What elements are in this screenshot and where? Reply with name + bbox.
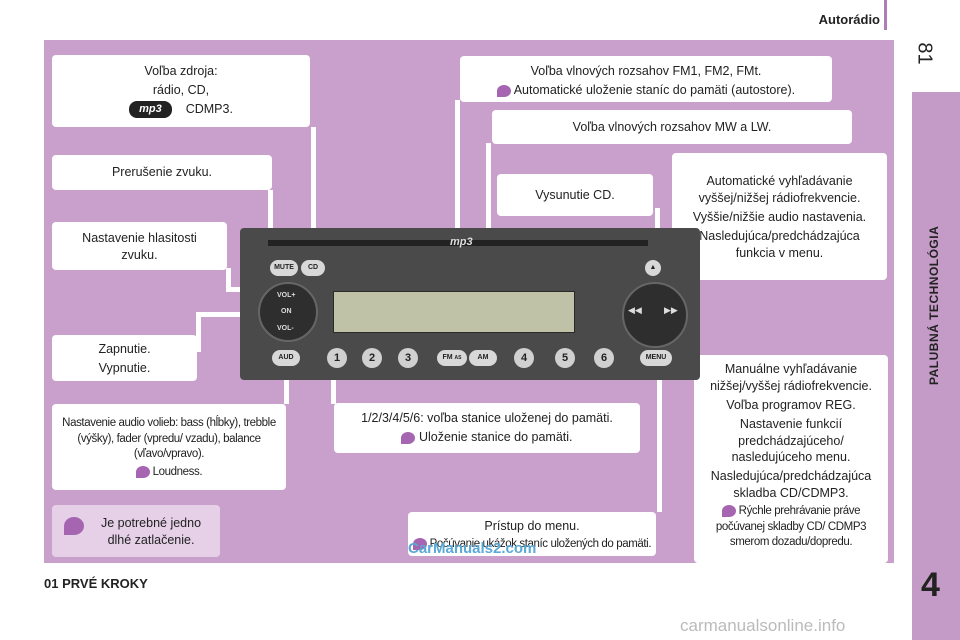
mute-text: Prerušenie zvuku. (111, 165, 213, 179)
leader-line (657, 372, 662, 512)
leader-line (196, 312, 201, 352)
audio-text: Nastavenie audio volieb: bass (hĺbky), t… (62, 417, 276, 461)
source-title: Voľba zdroja: (144, 64, 218, 78)
power-callout: Zapnutie. Vypnutie. (52, 335, 197, 381)
vol-plus-label: VOL+ (277, 292, 296, 299)
section-title: Autorádio (818, 12, 880, 27)
watermark-carmanualsonline: carmanualsonline.info (680, 616, 846, 635)
mute-callout: Prerušenie zvuku. (52, 155, 272, 190)
am-callout: Voľba vlnových rozsahov MW a LW. (492, 110, 852, 144)
hold-icon (401, 431, 416, 444)
leader-line (331, 372, 336, 404)
leader-line (284, 372, 289, 404)
menu-button[interactable]: MENU (640, 350, 672, 366)
leader-line (455, 100, 460, 350)
seek-back-icon[interactable]: ◀◀ (628, 305, 642, 315)
seek-forward-icon[interactable]: ▶▶ (664, 305, 678, 315)
manual-search-text: Manuálne vyhľadávanie nižšej/vyššej rádi… (710, 362, 872, 393)
as-label: AS (454, 355, 462, 361)
mp3-logo: mp3 (129, 100, 172, 118)
header-rule (884, 0, 887, 30)
preset-3-button[interactable]: 3 (398, 348, 418, 368)
menu-callout: Prístup do menu. Počúvanie ukážok staníc… (408, 512, 656, 556)
autostore-text: Automatické uloženie staníc do pamäti (a… (513, 82, 796, 97)
side-tab (912, 92, 960, 640)
on-label: ON (281, 308, 292, 315)
source-callout: Voľba zdroja: rádio, CD, mp3 CDMP3. (52, 55, 310, 127)
eject-text: Vysunutie CD. (535, 188, 615, 202)
preset-2-button[interactable]: 2 (362, 348, 382, 368)
preset-4-button[interactable]: 4 (514, 348, 534, 368)
am-text: Voľba vlnových rozsahov MW a LW. (572, 120, 772, 134)
volume-text: Nastavenie hlasitosti zvuku. (82, 231, 197, 262)
section-footer: 01 PRVÉ KROKY (44, 576, 148, 591)
seek-knob[interactable] (622, 282, 688, 348)
hold-icon (412, 537, 427, 550)
leader-line (196, 312, 266, 317)
preview-text: Počúvanie ukážok staníc uložených do pam… (429, 537, 652, 550)
hold-note-text: Je potrebné jedno dlhé zatlačenie. (100, 516, 202, 547)
preset-5-button[interactable]: 5 (555, 348, 575, 368)
volume-callout: Nastavenie hlasitosti zvuku. (52, 222, 227, 270)
reg-text: Voľba programov REG. (726, 397, 856, 412)
hold-icon (64, 517, 84, 535)
loudness-text: Loudness. (152, 465, 203, 478)
preset-store-text: Uloženie stanice do pamäti. (418, 429, 573, 444)
hold-icon (135, 465, 150, 478)
vol-minus-label: VOL- (277, 325, 294, 332)
menu-text: Prístup do menu. (484, 519, 580, 533)
mp3-logo: mp3 (450, 236, 473, 248)
hold-note-callout: Je potrebné jedno dlhé zatlačenie. (52, 505, 220, 557)
chapter-number: 4 (921, 566, 940, 604)
source-cdmp3: CDMP3. (185, 101, 233, 116)
side-tab-label: PALUBNÁ TECHNOLÓGIA (927, 225, 941, 385)
fm-label: FM (442, 354, 453, 361)
cd-slot (268, 240, 648, 246)
fast-play-text: Rýchle prehrávanie práve počúvanej sklad… (715, 505, 867, 549)
track-text: Nasledujúca/predchádzajúca skladba CD/CD… (710, 469, 872, 501)
fm-text: Voľba vlnových rozsahov FM1, FM2, FMt. (530, 64, 762, 78)
am-button[interactable]: AM (469, 350, 497, 366)
power-off-text: Vypnutie. (98, 360, 151, 375)
volume-knob[interactable] (258, 282, 318, 342)
hold-icon (721, 504, 736, 517)
presets-text: 1/2/3/4/5/6: voľba stanice uloženej do p… (361, 411, 613, 425)
manual-search-callout: Manuálne vyhľadávanie nižšej/vyššej rádi… (694, 355, 888, 563)
hold-icon (496, 84, 511, 97)
leader-line (226, 268, 231, 290)
power-on-text: Zapnutie. (98, 342, 151, 356)
audio-adjust-text: Vyššie/nižšie audio nastavenia. (692, 209, 867, 224)
watermark-carmanuals2: CarManuals2.com (408, 540, 537, 557)
preset-1-button[interactable]: 1 (327, 348, 347, 368)
aud-button[interactable]: AUD (272, 350, 300, 366)
menu-functions-text: Nastavenie funkcií predchádzajúceho/ nas… (731, 416, 851, 465)
audio-callout: Nastavenie audio volieb: bass (hĺbky), t… (52, 404, 286, 490)
preset-6-button[interactable]: 6 (594, 348, 614, 368)
eject-callout: Vysunutie CD. (497, 174, 653, 216)
mute-button[interactable]: MUTE (270, 260, 298, 276)
page-number: 81 (913, 42, 936, 65)
presets-callout: 1/2/3/4/5/6: voľba stanice uloženej do p… (334, 403, 640, 453)
fm-callout: Voľba vlnových rozsahov FM1, FM2, FMt. A… (460, 56, 832, 102)
cd-button[interactable]: CD (301, 260, 325, 276)
eject-button[interactable]: ▲ (645, 260, 661, 276)
leader-line (311, 127, 316, 255)
fm-button[interactable]: FM AS (437, 350, 467, 366)
radio-display (333, 291, 575, 333)
menu-nav-text: Nasledujúca/predchádzajúca funkcia v men… (699, 228, 860, 260)
auto-search-callout: Automatické vyhľadávanie vyššej/nižšej r… (672, 153, 887, 280)
auto-search-text: Automatické vyhľadávanie vyššej/nižšej r… (698, 174, 861, 205)
leader-line (268, 190, 273, 255)
source-options: rádio, CD, (152, 82, 210, 97)
